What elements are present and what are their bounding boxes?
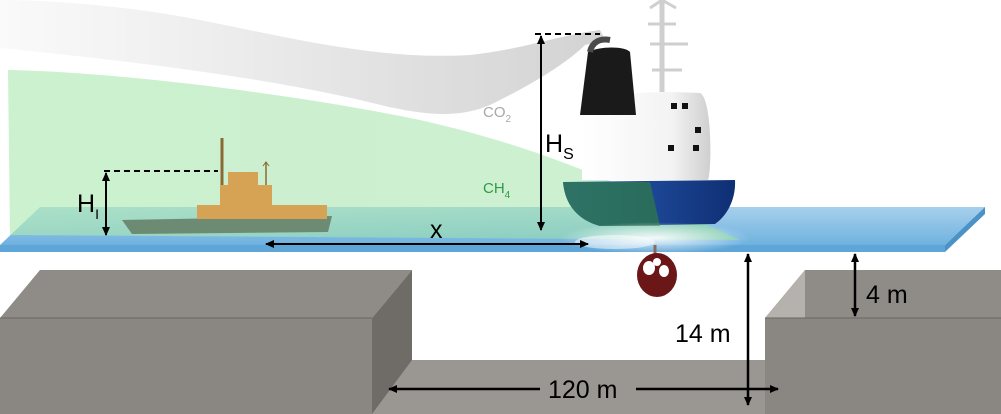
channel-width-label: 120 m bbox=[548, 376, 617, 404]
right-bank-front bbox=[765, 318, 1001, 414]
ship-hull-underwater bbox=[563, 182, 660, 226]
right-bank-top bbox=[765, 270, 1001, 318]
channel-ground bbox=[0, 270, 1001, 414]
dimension-lines bbox=[102, 33, 859, 406]
ship-propeller bbox=[637, 245, 677, 297]
small-boat-cabin bbox=[197, 205, 327, 219]
stack-height-label: HS bbox=[545, 130, 574, 163]
small-boat-hull bbox=[122, 216, 332, 234]
ch4-label: CH4 bbox=[483, 180, 511, 201]
small-boat bbox=[122, 138, 332, 234]
labels: CO2 CH4 HS HI x 120 m 14 m 4 m bbox=[77, 104, 908, 404]
ship-funnel bbox=[580, 47, 636, 115]
co2-label: CO2 bbox=[483, 104, 512, 125]
left-bank-front bbox=[0, 318, 372, 414]
channel-floor bbox=[372, 360, 805, 414]
channel-depth-label: 14 m bbox=[675, 320, 731, 348]
water-front bbox=[0, 245, 945, 252]
bank-depth-label: 4 m bbox=[866, 281, 908, 309]
ship-window bbox=[671, 103, 677, 109]
left-bank-top bbox=[0, 270, 412, 318]
cargo-ship bbox=[560, 0, 750, 297]
distance-label: x bbox=[430, 216, 443, 244]
small-boat-bridge bbox=[220, 185, 272, 207]
inlet-height-label: HI bbox=[77, 190, 99, 222]
co2-plume bbox=[0, 0, 605, 114]
ch4-plume bbox=[8, 70, 740, 240]
